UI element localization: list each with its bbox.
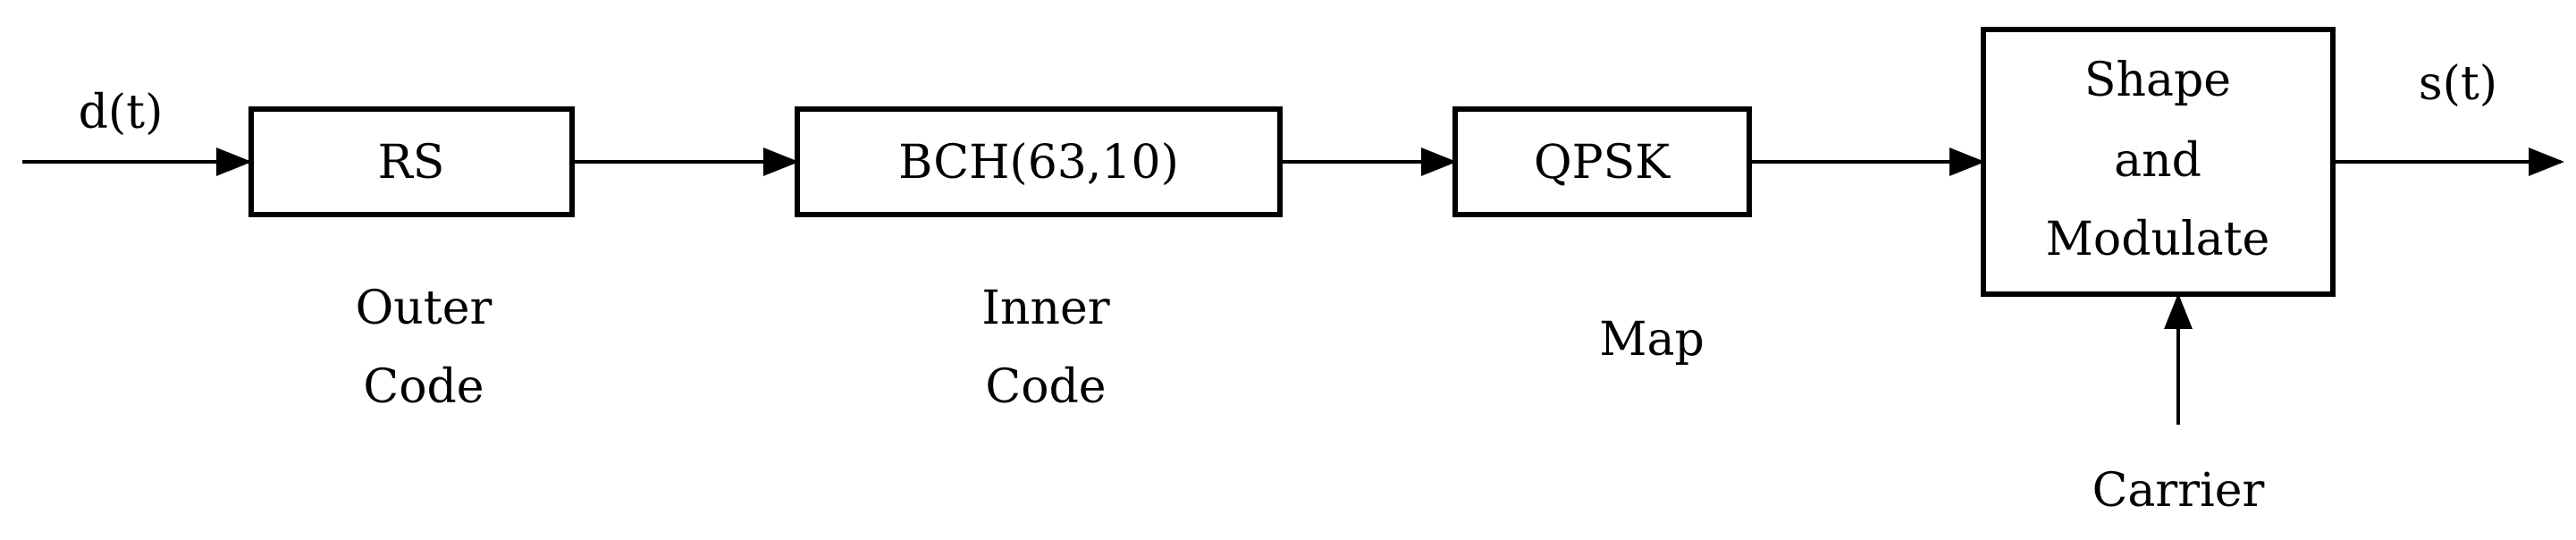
map-caption: Map — [1599, 313, 1705, 367]
outer-code-caption-line1: Outer — [356, 282, 492, 335]
qpsk-block — [1452, 106, 1752, 217]
bch-block — [795, 106, 1283, 217]
shape-label: Shape — [2084, 54, 2231, 107]
carrier-caption: Carrier — [2092, 464, 2265, 518]
inner-code-caption-line2: Code — [985, 360, 1106, 414]
inner-code-caption-line1: Inner — [981, 282, 1109, 335]
rs-label: RS — [378, 136, 445, 190]
and-label: and — [2114, 134, 2201, 188]
qpsk-label: QPSK — [1534, 136, 1671, 190]
output-signal-label: s(t) — [2419, 57, 2497, 111]
bch-label: BCH(63,10) — [898, 136, 1179, 190]
modulate-label: Modulate — [2046, 213, 2270, 266]
outer-code-caption-line2: Code — [363, 360, 484, 414]
shape-modulate-block — [1981, 27, 2336, 297]
rs-block — [248, 106, 575, 217]
input-signal-label: d(t) — [79, 86, 164, 139]
